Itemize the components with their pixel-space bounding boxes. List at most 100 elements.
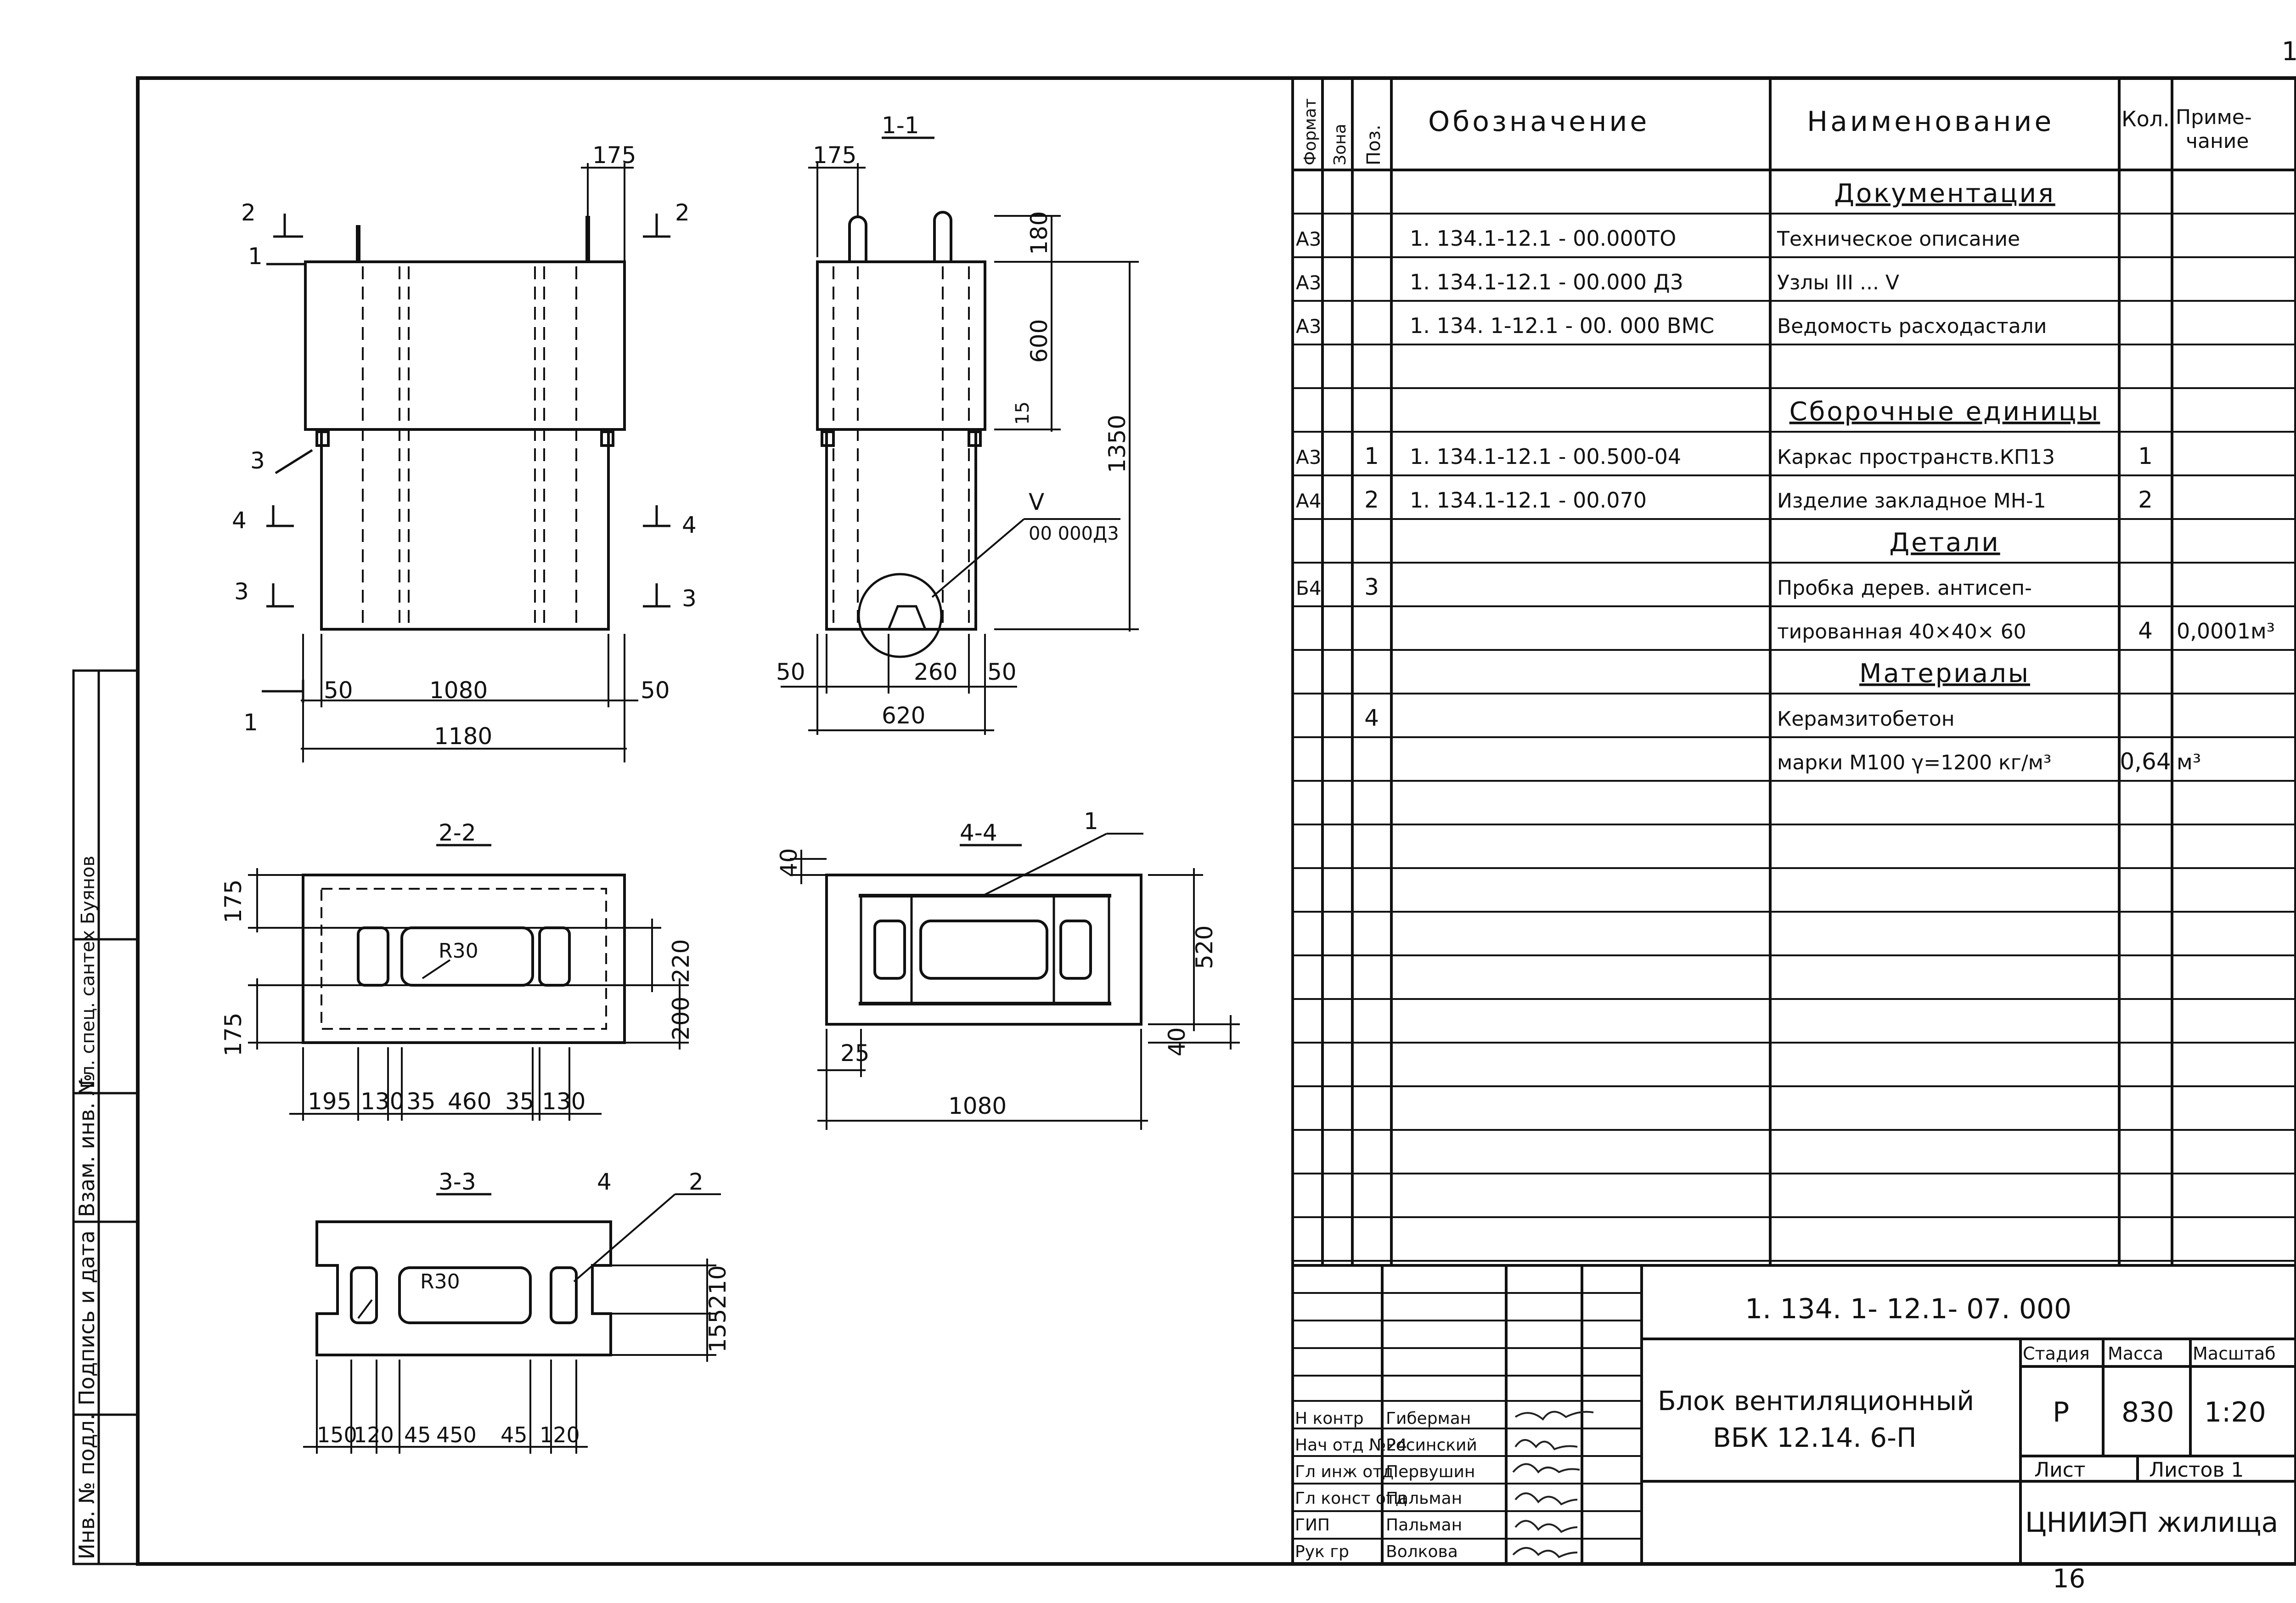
spec-cell-format: Б4 [1296, 577, 1322, 599]
section-1-1-title: 1-1 [882, 112, 919, 139]
spec-cell-designation: 1. 134.1-12.1 - 00.000ТО [1410, 226, 1676, 251]
spec-cell-note: м³ [2177, 750, 2201, 774]
sec22-dim-195: 195 [308, 1088, 351, 1115]
signer-role: Гл инж отд [1295, 1462, 1394, 1481]
front-mark-1-bottom: 1 [243, 709, 258, 736]
section-4-4: 4-4 1 40 520 40 25 1080 [776, 808, 1240, 1130]
top-sheet-number: 15 [2281, 37, 2296, 67]
spec-cell-name: Сборочные единицы [1790, 397, 2100, 427]
spec-header-note-line1: Приме- [2176, 106, 2252, 129]
spec-cell-qty: 2 [2138, 486, 2153, 513]
spec-cell-name: Материалы [1859, 659, 2030, 689]
spec-cell-format: А3 [1296, 228, 1321, 250]
sec33-dim-150: 150 [317, 1422, 357, 1447]
signer-name: Пальман [1386, 1489, 1462, 1508]
section-3-3-title: 3-3 [439, 1168, 476, 1195]
stage-label: Стадия [2023, 1343, 2090, 1364]
spec-cell-format: А3 [1296, 315, 1321, 338]
front-mark-2-right: 2 [675, 199, 690, 226]
front-dim-1180: 1180 [434, 723, 492, 750]
mass-label: Масса [2108, 1343, 2163, 1364]
signer-name: Пальман [1386, 1516, 1462, 1535]
sec22-dim-35-b: 35 [505, 1088, 535, 1115]
front-mark-3-left: 3 [234, 578, 249, 605]
front-mark-3-right: 3 [682, 585, 697, 612]
spec-header-zone: Зона [1331, 124, 1350, 165]
sign-date-label: Подпись и дата [74, 1230, 99, 1405]
signer-name: Волкова [1386, 1542, 1458, 1561]
sec44-dim-520: 520 [1191, 926, 1218, 969]
spec-cell-qty: 0,64 [2120, 748, 2171, 775]
inv-label: Инв. № подл. [74, 1414, 99, 1559]
signer-name: Гиберман [1386, 1409, 1471, 1428]
sheets-label: Листов 1 [2149, 1458, 2244, 1482]
front-mark-4-right: 4 [682, 512, 697, 538]
sec44-dim-40-bottom: 40 [1164, 1027, 1190, 1056]
section-1-1: 1-1 175 180 600 15 1350 V 00 000Д3 50 26… [776, 112, 1139, 735]
sec33-dim-210: 210 [704, 1265, 731, 1309]
sec44-mark-1: 1 [1084, 808, 1098, 835]
spec-cell-name: Ведомость расходастали [1777, 315, 2047, 338]
spec-cell-designation: 1. 134. 1-12.1 - 00. 000 ВМС [1410, 313, 1714, 338]
sec11-dim-50-left: 50 [776, 659, 805, 685]
spec-cell-name: Детали [1889, 528, 2000, 558]
spec-cell-designation: 1. 134.1-12.1 - 00.000 Д3 [1410, 270, 1683, 294]
spec-header-format: Формат [1301, 98, 1320, 165]
stage-value: Р [2053, 1396, 2069, 1428]
sec11-dim-15: 15 [1012, 401, 1033, 425]
mass-value: 830 [2122, 1396, 2174, 1428]
sec11-node-label: V [1029, 489, 1044, 515]
bottom-sheet-number: 16 [2053, 1564, 2086, 1594]
front-mark-2-left: 2 [241, 199, 256, 226]
front-mark-4-left: 4 [232, 507, 247, 534]
sec11-dim-1350: 1350 [1104, 415, 1131, 473]
sec33-dim-45: 45 [404, 1422, 431, 1447]
sec22-r30: R30 [439, 939, 478, 963]
sec11-dim-260: 260 [914, 659, 957, 685]
front-dim-50-left: 50 [324, 677, 353, 704]
spec-header-name: Наименование [1807, 106, 2054, 138]
title-block: 1. 134. 1- 12.1- 07. 000 Блок вентиляцио… [1293, 1264, 2296, 1564]
sec11-node-ref: 00 000Д3 [1029, 523, 1119, 544]
spec-cell-name: марки М100 γ=1200 кг/м³ [1777, 751, 2051, 774]
spec-cell-designation: 1. 134.1-12.1 - 00.500-04 [1410, 444, 1681, 469]
signer-role: Нач отд №24 [1295, 1436, 1407, 1455]
spec-cell-name: Каркас пространств.КП13 [1777, 446, 2055, 469]
spec-cell-qty: 1 [2138, 443, 2153, 469]
sec22-dim-220: 220 [668, 939, 694, 983]
sec33-mark-2: 2 [689, 1168, 703, 1195]
signer-role: Н контр [1295, 1409, 1364, 1428]
sec33-dim-45-b: 45 [501, 1422, 528, 1447]
section-2-2-title: 2-2 [439, 819, 476, 846]
sec22-dim-460: 460 [448, 1088, 491, 1115]
spec-header-designation: Обозначение [1428, 106, 1649, 138]
org-name: ЦНИИЭП жилища [2025, 1507, 2278, 1539]
sec33-dim-450: 450 [436, 1422, 477, 1447]
front-dim-50-right: 50 [641, 677, 670, 704]
spec-cell-designation: 1. 134.1-12.1 - 00.070 [1410, 488, 1647, 513]
sec11-dim-180: 180 [1026, 211, 1052, 255]
specification-table: Формат Зона Поз. Обозначение Наименовани… [1291, 78, 2296, 1564]
scale-value: 1:20 [2204, 1396, 2266, 1428]
signer-name: Первушин [1386, 1462, 1475, 1481]
spec-cell-name: тированная 40×40× 60 [1777, 620, 2026, 643]
spec-cell-note: 0,0001м³ [2177, 619, 2275, 643]
sec11-dim-600: 600 [1026, 319, 1052, 363]
spec-cell-pos: 2 [1364, 486, 1379, 513]
sec33-dim-120-b: 120 [540, 1422, 580, 1447]
section-3-3: 3-3 4 2 R30 210 155 150 120 45 450 45 12… [303, 1168, 731, 1454]
sec22-dim-130-b: 130 [542, 1088, 585, 1115]
front-dim-1080: 1080 [429, 677, 488, 704]
sec11-dim-175: 175 [813, 142, 856, 169]
signer-name: Росинский [1386, 1436, 1477, 1455]
sec11-dim-50-right: 50 [987, 659, 1017, 685]
sec33-dim-120: 120 [354, 1422, 394, 1447]
spec-cell-name: Узлы III ... V [1777, 271, 1899, 294]
spec-cell-name: Керамзитобетон [1777, 707, 1954, 731]
title-line-1: Блок вентиляционный [1658, 1385, 1974, 1417]
spec-header-note-line2: чание [2186, 130, 2249, 153]
sec44-dim-1080: 1080 [948, 1093, 1007, 1119]
signer-role: Рук гр [1295, 1542, 1349, 1561]
front-dim-175: 175 [592, 142, 636, 169]
doc-code: 1. 134. 1- 12.1- 07. 000 [1745, 1293, 2071, 1325]
